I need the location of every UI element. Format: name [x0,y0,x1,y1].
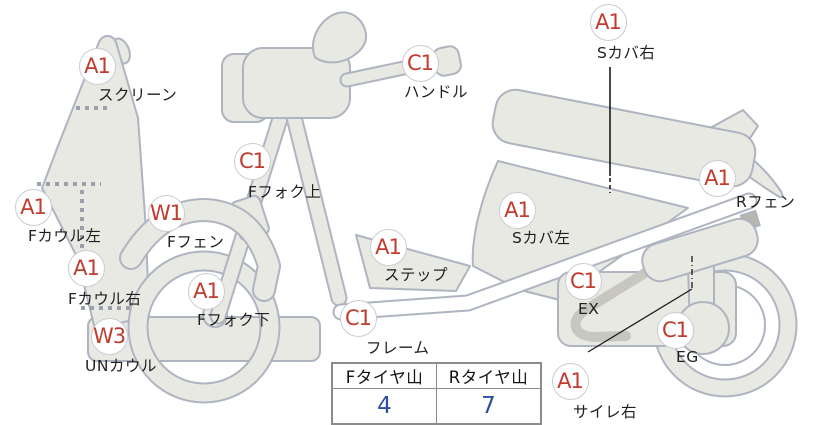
front-fender-shape [119,198,281,302]
part-label-engine: EG [676,348,699,366]
part-label-side-cover-right: Sカバ右 [597,44,656,62]
condition-badge-screen: A1 [78,47,116,85]
condition-badge-side-cover-right: A1 [589,3,627,41]
muffler-shape [641,217,759,283]
condition-badge-frame: C1 [339,299,377,337]
part-label-front-fork-upper: Fフォク上 [248,183,322,201]
part-label-frame: フレーム [366,339,430,357]
leader-line-silencer-right [587,288,693,353]
exhaust-pipe-shape [570,266,653,342]
part-label-front-cowl-left: Fカウル左 [28,227,102,245]
condition-badge-silencer-right: A1 [551,362,589,400]
rear-tire-tread-header: Rタイヤ山 [436,362,542,389]
tire-tread-table: Fタイヤ山 Rタイヤ山 4 7 [331,362,542,425]
part-label-front-fender: Fフェン [167,233,225,251]
condition-badge-step: A1 [369,228,407,266]
part-label-rear-fender: Rフェン [736,193,796,211]
part-label-side-cover-left: Sカバ左 [512,229,571,247]
frame-tube-shape [282,96,348,307]
condition-badge-rear-fender: A1 [698,159,736,197]
part-label-handlebar: ハンドル [404,83,469,101]
rear-tire-tread-value: 7 [436,388,542,425]
front-tire-tread-value: 4 [331,388,437,425]
seat-shape [491,88,757,188]
condition-badge-engine: C1 [656,311,694,349]
part-label-front-fork-lower: Fフォク下 [197,311,271,329]
condition-badge-front-cowl-right: A1 [67,249,105,287]
cowl-seam-dotted-lines [37,106,138,310]
part-label-silencer-right: サイレ右 [573,403,638,421]
front-tire-tread-header: Fタイヤ山 [331,362,437,389]
part-label-exhaust: EX [578,300,600,318]
condition-badge-front-fork-upper: C1 [233,142,271,180]
headlight-shape [221,47,351,123]
condition-badge-front-fender: W1 [147,194,185,232]
mirror-shape [312,11,368,64]
condition-badge-front-cowl-left: A1 [14,188,52,226]
part-label-step: ステップ [384,266,449,284]
part-label-screen: スクリーン [98,86,178,104]
condition-badge-handlebar: C1 [401,44,439,82]
condition-badge-exhaust: C1 [564,262,602,300]
condition-badge-under-cowl: W3 [90,317,128,355]
part-label-under-cowl: UNカウル [85,357,157,375]
frame-rail-shape [332,192,758,321]
part-label-front-cowl-right: Fカウル右 [68,290,142,308]
condition-badge-side-cover-left: A1 [498,191,536,229]
front-wheel [127,250,281,404]
condition-badge-front-fork-lower: A1 [187,272,225,310]
